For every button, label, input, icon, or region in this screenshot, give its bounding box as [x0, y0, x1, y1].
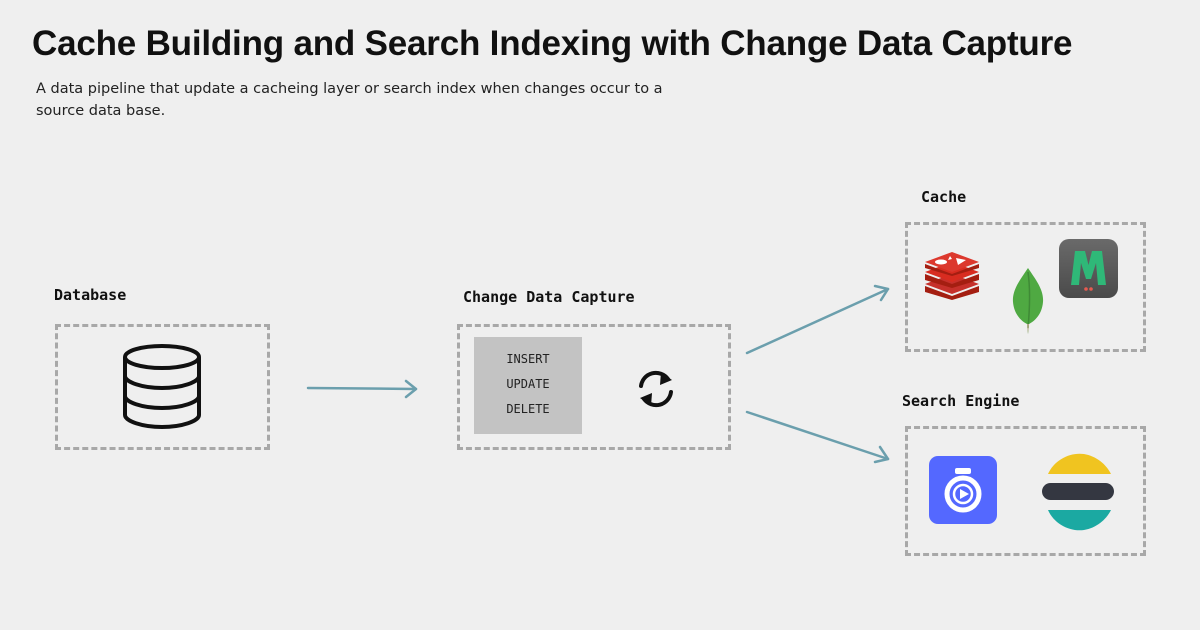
memcached-logo	[1059, 239, 1118, 298]
arrow-database-to-cdc	[306, 379, 418, 399]
cache-label: Cache	[921, 188, 967, 206]
arrow-cdc-to-search-engine	[745, 410, 890, 464]
arrow-cdc-to-cache	[745, 284, 890, 355]
database-icon	[123, 344, 201, 430]
elasticsearch-logo	[1042, 453, 1114, 531]
database-label: Database	[54, 286, 127, 304]
redis-logo	[925, 252, 979, 300]
cache-box	[905, 222, 1146, 352]
page-title: Cache Building and Search Indexing with …	[32, 24, 1073, 63]
operation-update: UPDATE	[506, 377, 550, 391]
operation-delete: DELETE	[506, 402, 550, 416]
cdc-box	[457, 324, 731, 450]
algolia-logo	[929, 456, 997, 524]
mongodb-logo	[1012, 268, 1044, 334]
search-engine-box	[905, 426, 1146, 556]
page-subtitle: A data pipeline that update a cacheing l…	[36, 81, 663, 119]
sync-icon	[639, 370, 673, 408]
database-box	[55, 324, 270, 450]
cdc-label: Change Data Capture	[463, 288, 635, 306]
cdc-operations-panel: INSERT UPDATE DELETE	[474, 337, 582, 434]
operation-insert: INSERT	[506, 352, 550, 366]
search-engine-label: Search Engine	[902, 392, 1020, 410]
